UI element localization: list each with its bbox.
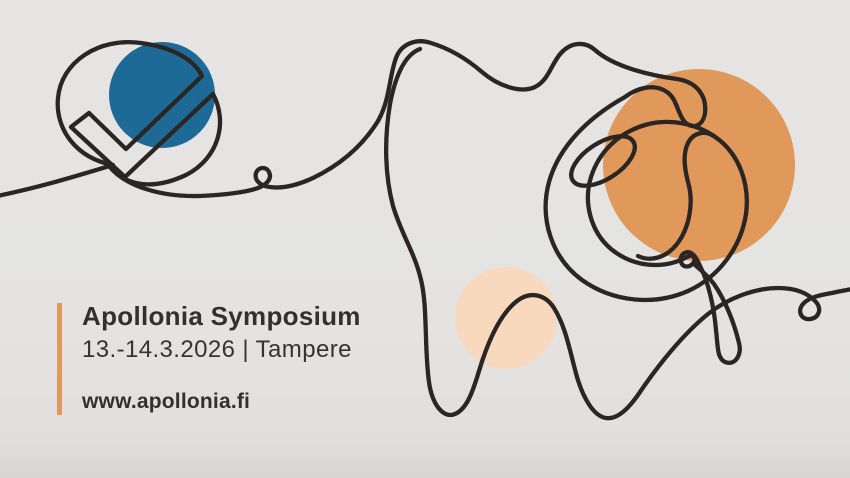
peach-accent-circle — [455, 267, 557, 369]
blue-accent-circle — [109, 42, 215, 148]
event-date-location: 13.-14.3.2026 | Tampere — [82, 336, 352, 363]
tooth-line-art — [384, 46, 850, 421]
magnifier-lens-detail — [569, 134, 637, 188]
check-circle-line — [0, 39, 205, 198]
accent-bar — [57, 303, 62, 415]
event-text-lines: Apollonia Symposium 13.-14.3.2026 | Tamp… — [82, 303, 457, 413]
magnifier-hook-detail — [635, 130, 717, 261]
event-info: Apollonia Symposium 13.-14.3.2026 | Tamp… — [57, 301, 457, 415]
orange-accent-circle — [603, 69, 795, 261]
one-line-drawing — [0, 39, 850, 421]
event-website: www.apollonia.fi — [82, 390, 251, 413]
swirl-and-magnifier-line — [106, 39, 749, 365]
checkmark-icon — [68, 73, 216, 180]
event-title: Apollonia Symposium — [82, 301, 361, 331]
